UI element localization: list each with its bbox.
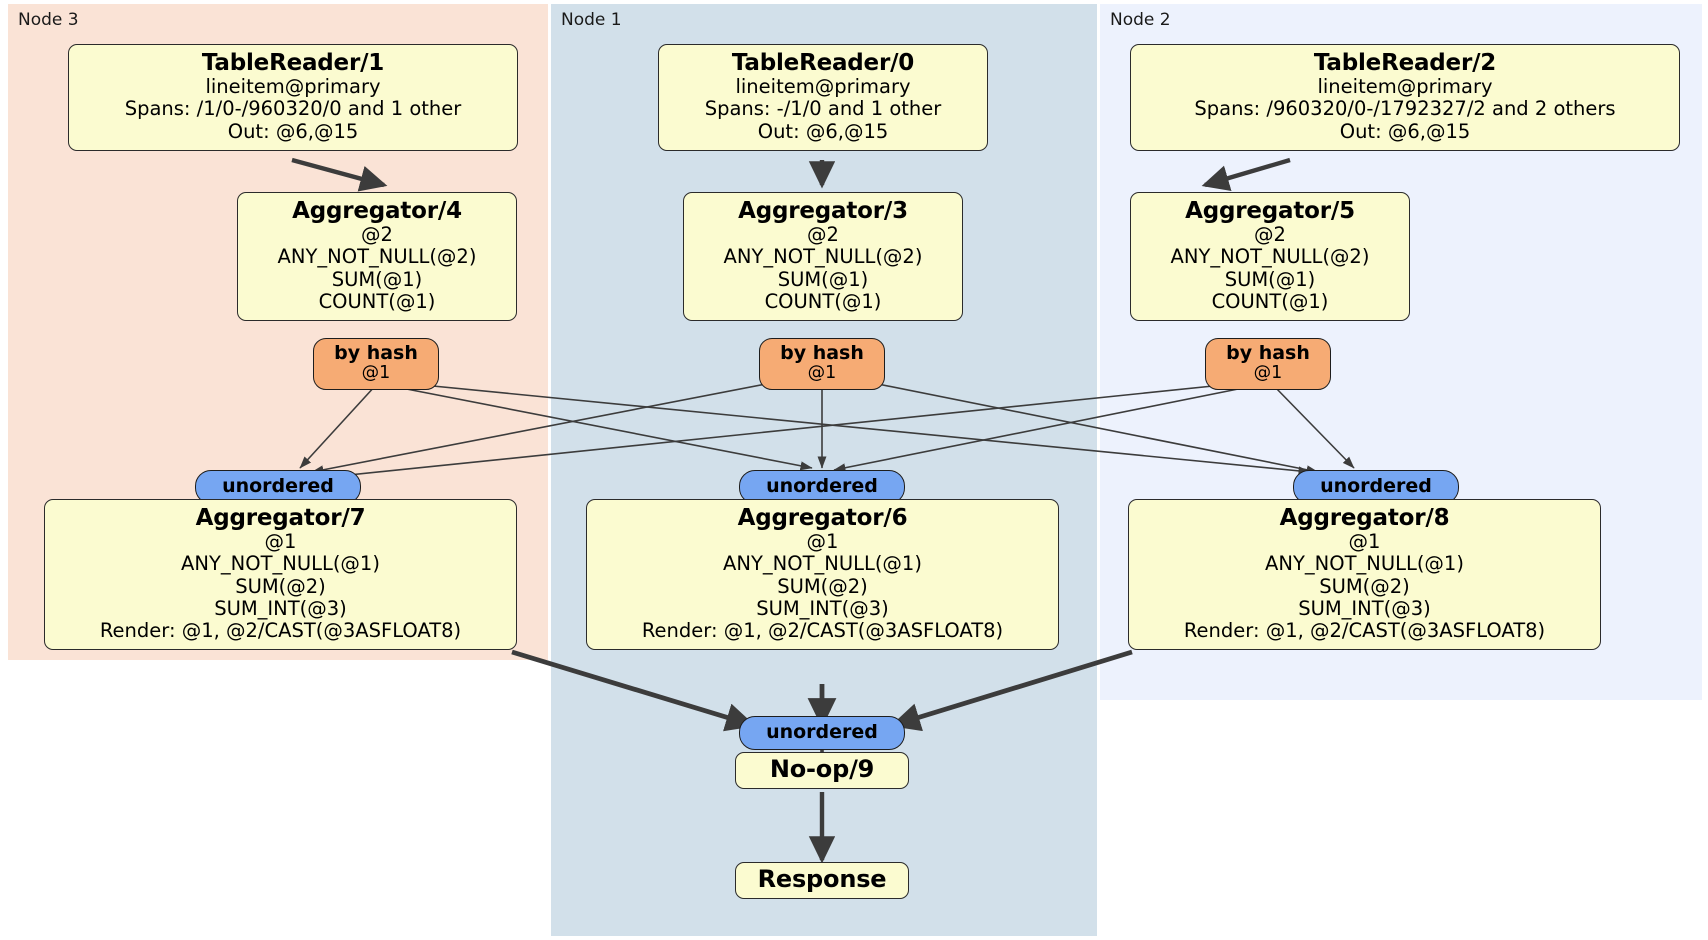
- hash-router-column: @1: [1253, 363, 1283, 384]
- hash-router-left[interactable]: by hash @1: [313, 338, 439, 390]
- processor-line: Spans: -/1/0 and 1 other: [704, 97, 942, 121]
- synchronizer-label: unordered: [1320, 474, 1432, 497]
- processor-title: TableReader/0: [731, 50, 915, 76]
- node-panel-label-node-1: Node 1: [561, 10, 622, 30]
- processor-line: @2: [361, 223, 393, 247]
- processor-line: lineitem@primary: [205, 75, 381, 99]
- processor-aggregator-5[interactable]: Aggregator/5 @2 ANY_NOT_NULL(@2) SUM(@1)…: [1130, 192, 1410, 322]
- processor-line: @1: [1348, 530, 1381, 554]
- node-panel-label-node-3: Node 3: [18, 10, 79, 30]
- processor-tablereader-2[interactable]: TableReader/2 lineitem@primary Spans: /9…: [1130, 44, 1680, 151]
- processor-title: Aggregator/4: [292, 198, 462, 224]
- processor-line: ANY_NOT_NULL(@1): [723, 552, 922, 576]
- processor-aggregator-6[interactable]: Aggregator/6 @1 ANY_NOT_NULL(@1) SUM(@2)…: [586, 499, 1059, 651]
- processor-line: @2: [1254, 223, 1286, 247]
- processor-line: lineitem@primary: [1317, 75, 1493, 99]
- processor-title: Aggregator/7: [195, 505, 366, 531]
- processor-line: SUM(@2): [235, 574, 326, 598]
- processor-line: ANY_NOT_NULL(@1): [1265, 552, 1464, 576]
- hash-router-column: @1: [807, 363, 837, 384]
- processor-line: COUNT(@1): [1211, 289, 1329, 313]
- processor-line: Out: @6,@15: [227, 119, 359, 143]
- synchronizer-unordered-left[interactable]: unordered: [195, 470, 361, 504]
- processor-line: Spans: /1/0-/960320/0 and 1 other: [124, 97, 462, 121]
- processor-noop-9[interactable]: No-op/9: [735, 752, 909, 790]
- processor-aggregator-8[interactable]: Aggregator/8 @1 ANY_NOT_NULL(@1) SUM(@2)…: [1128, 499, 1601, 651]
- processor-line: SUM(@2): [777, 574, 868, 598]
- processor-line: ANY_NOT_NULL(@2): [1170, 245, 1370, 269]
- processor-tablereader-1[interactable]: TableReader/1 lineitem@primary Spans: /1…: [68, 44, 518, 151]
- processor-line: Spans: /960320/0-/1792327/2 and 2 others: [1194, 97, 1616, 121]
- processor-line: ANY_NOT_NULL(@1): [181, 552, 380, 576]
- hash-router-center[interactable]: by hash @1: [759, 338, 885, 390]
- processor-line: SUM(@1): [777, 267, 869, 291]
- processor-line: SUM_INT(@3): [214, 596, 347, 620]
- processor-line: @1: [264, 530, 297, 554]
- processor-title: TableReader/2: [1313, 50, 1497, 76]
- processor-line: SUM_INT(@3): [1298, 596, 1431, 620]
- processor-line: Render: @1, @2/CAST(@3ASFLOAT8): [1183, 619, 1546, 643]
- hash-router-right[interactable]: by hash @1: [1205, 338, 1331, 390]
- processor-line: COUNT(@1): [764, 289, 882, 313]
- processor-line: Render: @1, @2/CAST(@3ASFLOAT8): [99, 619, 462, 643]
- synchronizer-label: unordered: [766, 720, 878, 743]
- node-panel-label-node-2: Node 2: [1110, 10, 1171, 30]
- synchronizer-unordered-final[interactable]: unordered: [739, 716, 905, 750]
- processor-title: Aggregator/3: [738, 198, 908, 224]
- processor-title: Aggregator/8: [1279, 505, 1450, 531]
- hash-router-label: by hash: [334, 342, 418, 364]
- processor-line: lineitem@primary: [735, 75, 911, 99]
- processor-title: Response: [757, 865, 887, 893]
- synchronizer-label: unordered: [766, 474, 878, 497]
- synchronizer-label: unordered: [222, 474, 334, 497]
- processor-line: ANY_NOT_NULL(@2): [277, 245, 477, 269]
- processor-line: SUM(@1): [331, 267, 423, 291]
- processor-aggregator-3[interactable]: Aggregator/3 @2 ANY_NOT_NULL(@2) SUM(@1)…: [683, 192, 963, 322]
- processor-aggregator-4[interactable]: Aggregator/4 @2 ANY_NOT_NULL(@2) SUM(@1)…: [237, 192, 517, 322]
- hash-router-label: by hash: [1226, 342, 1310, 364]
- processor-title: Aggregator/5: [1185, 198, 1355, 224]
- processor-line: SUM(@2): [1319, 574, 1410, 598]
- processor-line: COUNT(@1): [318, 289, 436, 313]
- processor-line: Out: @6,@15: [1339, 119, 1471, 143]
- processor-line: @1: [806, 530, 839, 554]
- processor-line: Out: @6,@15: [757, 119, 889, 143]
- processor-title: Aggregator/6: [737, 505, 908, 531]
- hash-router-column: @1: [361, 363, 391, 384]
- hash-router-label: by hash: [780, 342, 864, 364]
- processor-line: SUM_INT(@3): [756, 596, 889, 620]
- processor-aggregator-7[interactable]: Aggregator/7 @1 ANY_NOT_NULL(@1) SUM(@2)…: [44, 499, 517, 651]
- processor-line: Render: @1, @2/CAST(@3ASFLOAT8): [641, 619, 1004, 643]
- processor-line: SUM(@1): [1224, 267, 1316, 291]
- processor-tablereader-0[interactable]: TableReader/0 lineitem@primary Spans: -/…: [658, 44, 988, 151]
- processor-line: ANY_NOT_NULL(@2): [723, 245, 923, 269]
- processor-response[interactable]: Response: [735, 862, 909, 900]
- processor-line: @2: [807, 223, 839, 247]
- processor-title: No-op/9: [769, 755, 875, 783]
- processor-title: TableReader/1: [201, 50, 385, 76]
